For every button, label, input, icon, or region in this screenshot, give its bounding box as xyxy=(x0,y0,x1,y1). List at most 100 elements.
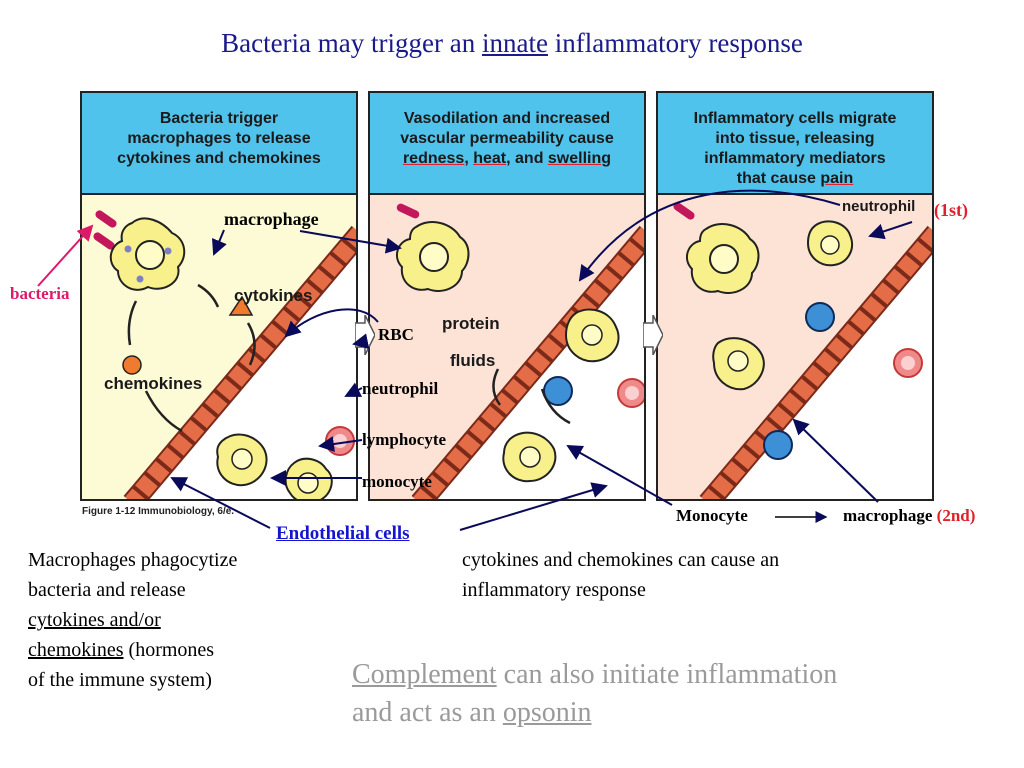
neutrophil-p3-label: neutrophil xyxy=(842,198,916,215)
rbc-arrow-curve xyxy=(284,308,379,338)
cytokines-label: cytokines xyxy=(234,286,313,305)
monocyte-label: monocyte xyxy=(362,472,432,491)
macrophage-cell xyxy=(109,217,186,291)
process-arrows xyxy=(127,283,256,433)
complement-text: can also initiate inflammation xyxy=(496,659,838,690)
panel-3-header-line: into tissue, releasing xyxy=(715,130,875,147)
macrophage-arrow-1 xyxy=(212,229,227,256)
panel-3: Inflammatory cells migrate into tissue, … xyxy=(656,91,934,501)
left-caption-line: chemokines (hormones xyxy=(28,635,348,665)
lymphocyte-cell xyxy=(763,430,793,460)
macrophage-cell xyxy=(685,223,760,294)
panel-3-illustration xyxy=(673,202,932,499)
neutrophil-1st-arrow xyxy=(868,221,913,240)
complement-word: Complement xyxy=(352,659,497,690)
right-caption-line: inflammatory response xyxy=(462,579,646,601)
neutrophil-cell xyxy=(564,308,620,363)
macrophage-label: macrophage xyxy=(224,209,319,229)
panel-1-header-line: cytokines and chemokines xyxy=(117,150,321,167)
macrophage-2-text: macrophage xyxy=(843,506,933,525)
panel-1-header: Bacteria trigger macrophages to release … xyxy=(82,93,356,195)
neutrophil-cell xyxy=(806,220,853,267)
left-caption: Macrophages phagocytize bacteria and rel… xyxy=(28,545,348,695)
left-caption-text: (hormones xyxy=(123,639,215,661)
cytokine-icon xyxy=(228,295,254,316)
neutrophil-migration-arrow xyxy=(578,189,841,282)
header-separator: , xyxy=(464,150,474,167)
panel-3-header-line: that cause pain xyxy=(658,169,932,189)
monocyte-cell xyxy=(502,431,557,483)
pain-word: pain xyxy=(820,170,854,187)
bacteria-cell xyxy=(93,210,117,250)
macrophage-2-label: macrophage (2nd) xyxy=(843,506,975,526)
lymphocyte-arrow xyxy=(318,436,363,452)
complement-line: and act as an opsonin xyxy=(352,694,992,732)
fluids-label: fluids xyxy=(450,351,496,370)
endothelial-wall xyxy=(123,225,356,499)
title-emphasis: innate xyxy=(481,28,548,58)
monocyte-2-arrow xyxy=(566,445,673,506)
panel-1-illustration xyxy=(93,210,356,499)
monocyte-2-label: Monocyte xyxy=(676,506,748,525)
rbc-arrow xyxy=(352,333,370,350)
neutrophil-label: neutrophil xyxy=(362,379,439,398)
macrophage-2nd-arrow xyxy=(792,418,879,503)
panel-3-header: Inflammatory cells migrate into tissue, … xyxy=(658,93,932,195)
title-text-end: inflammatory response xyxy=(547,28,803,58)
chemokine-icon xyxy=(122,355,142,375)
slide-title: Bacteria may trigger an innate inflammat… xyxy=(0,28,1024,59)
panel-2-header-line: redness, heat, and swelling xyxy=(370,149,644,169)
red-blood-cell-center xyxy=(625,386,639,400)
panel-2-header-line: Vasodilation and increased xyxy=(403,110,611,127)
panel-3-header-line: inflammatory mediators xyxy=(704,150,886,167)
second-label: (2nd) xyxy=(936,506,976,525)
panel-transition-arrow xyxy=(643,315,663,355)
chemokines-word: chemokines xyxy=(28,639,124,661)
neutrophil-arrow xyxy=(344,382,363,397)
left-caption-line: of the immune system) xyxy=(28,669,212,691)
bacteria-arrow xyxy=(37,224,94,287)
endothelial-arrow-1 xyxy=(170,477,271,529)
rbc-label: RBC xyxy=(378,325,414,344)
complement-line: Complement can also initiate inflammatio… xyxy=(352,656,992,694)
monocyte-cell xyxy=(216,433,268,487)
chemokines-label: chemokines xyxy=(104,374,203,393)
first-label: (1st) xyxy=(934,200,968,220)
left-caption-line: bacteria and release xyxy=(28,579,186,601)
lymphocyte-label: lymphocyte xyxy=(362,430,447,449)
protein-label: protein xyxy=(442,314,500,333)
bacteria-cell xyxy=(673,202,695,220)
bacteria-label: bacteria xyxy=(10,284,70,303)
right-caption: cytokines and chemokines can cause an in… xyxy=(462,545,942,605)
panel-2-header: Vasodilation and increased vascular perm… xyxy=(370,93,644,195)
right-caption-line: cytokines and chemokines can cause an xyxy=(462,549,780,571)
macrophage-tissue-cell xyxy=(712,337,765,391)
figure-credit: Figure 1-12 Immunobiology, 6/e. xyxy=(82,506,235,517)
panel-3-header-line: Inflammatory cells migrate xyxy=(693,110,897,127)
endothelial-cells-link[interactable]: Endothelial cells xyxy=(276,523,410,544)
complement-note: Complement can also initiate inflammatio… xyxy=(352,656,992,732)
panel-1-header-line: macrophages to release xyxy=(127,130,311,147)
left-caption-line: cytokines and/or xyxy=(28,609,161,631)
red-blood-cell-center xyxy=(901,356,915,370)
panel-2: Vasodilation and increased vascular perm… xyxy=(368,91,646,501)
panel-2-illustration xyxy=(395,203,644,499)
header-text: that cause xyxy=(736,170,821,187)
swelling-word: swelling xyxy=(547,150,612,167)
title-text: Bacteria may trigger an xyxy=(221,28,482,58)
panel-1: Bacteria trigger macrophages to release … xyxy=(80,91,358,501)
process-arrows xyxy=(492,368,571,425)
opsonin-word: opsonin xyxy=(502,697,592,728)
heat-word: heat xyxy=(473,150,507,167)
panel-1-header-line: Bacteria trigger xyxy=(159,110,279,127)
panel-2-header-line: vascular permeability cause xyxy=(400,130,614,147)
header-separator: , and xyxy=(506,150,548,167)
complement-text: and act as an xyxy=(352,697,503,728)
macrophage-arrow-2 xyxy=(299,230,402,254)
endothelial-wall xyxy=(699,225,932,499)
macrophage-cell xyxy=(395,221,470,292)
redness-word: redness xyxy=(402,150,465,167)
bacteria-cell xyxy=(396,203,420,219)
left-caption-line: Macrophages phagocytize xyxy=(28,549,238,571)
